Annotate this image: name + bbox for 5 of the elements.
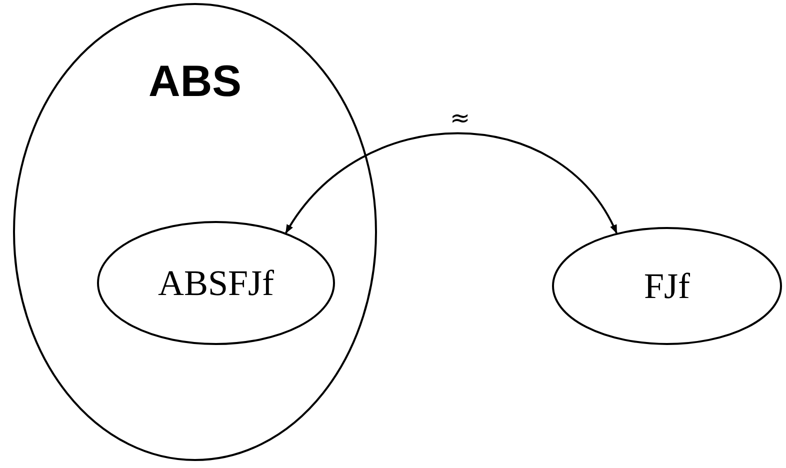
curved-arrow [285,132,618,234]
edge-label: ≈ [450,104,470,132]
group-title: ABS [148,57,242,107]
node-label: ABSFJf [158,262,274,304]
node-label: FJf [644,265,690,307]
